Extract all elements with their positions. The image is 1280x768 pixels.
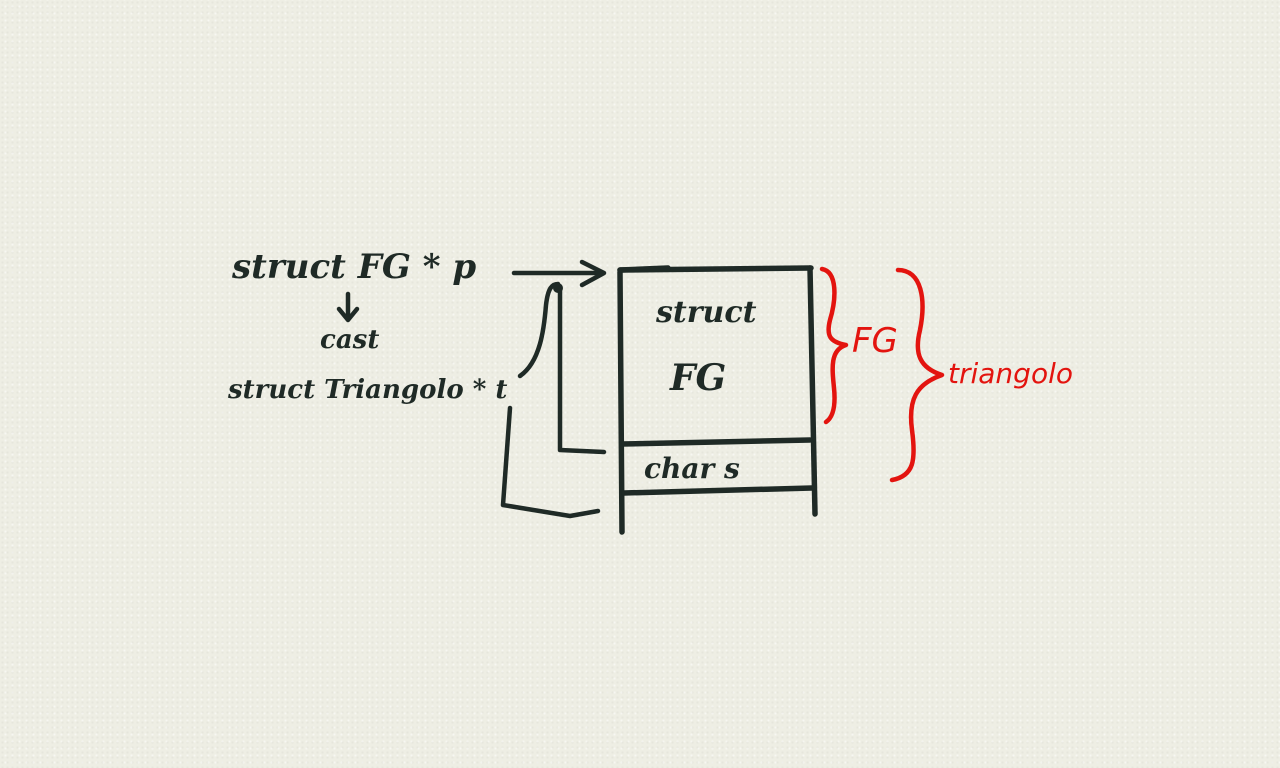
block-field-label: char s — [644, 452, 740, 485]
pointer-t-curve — [500, 281, 607, 519]
triangolo-brace — [889, 267, 945, 483]
down-arrow-icon — [336, 291, 360, 323]
target-declaration: struct Triangolo * t — [227, 375, 507, 405]
block-struct-label: struct — [655, 295, 757, 330]
cast-label: cast — [320, 325, 379, 355]
fg-brace-label: FG — [852, 321, 898, 361]
triangolo-brace-label: triangolo — [948, 357, 1073, 390]
block-fg-label: FG — [669, 357, 726, 399]
memory-block — [617, 265, 818, 535]
pointer-declaration: struct FG * p — [231, 247, 476, 287]
pointer-p-arrow — [511, 259, 607, 288]
fg-brace — [819, 266, 849, 425]
